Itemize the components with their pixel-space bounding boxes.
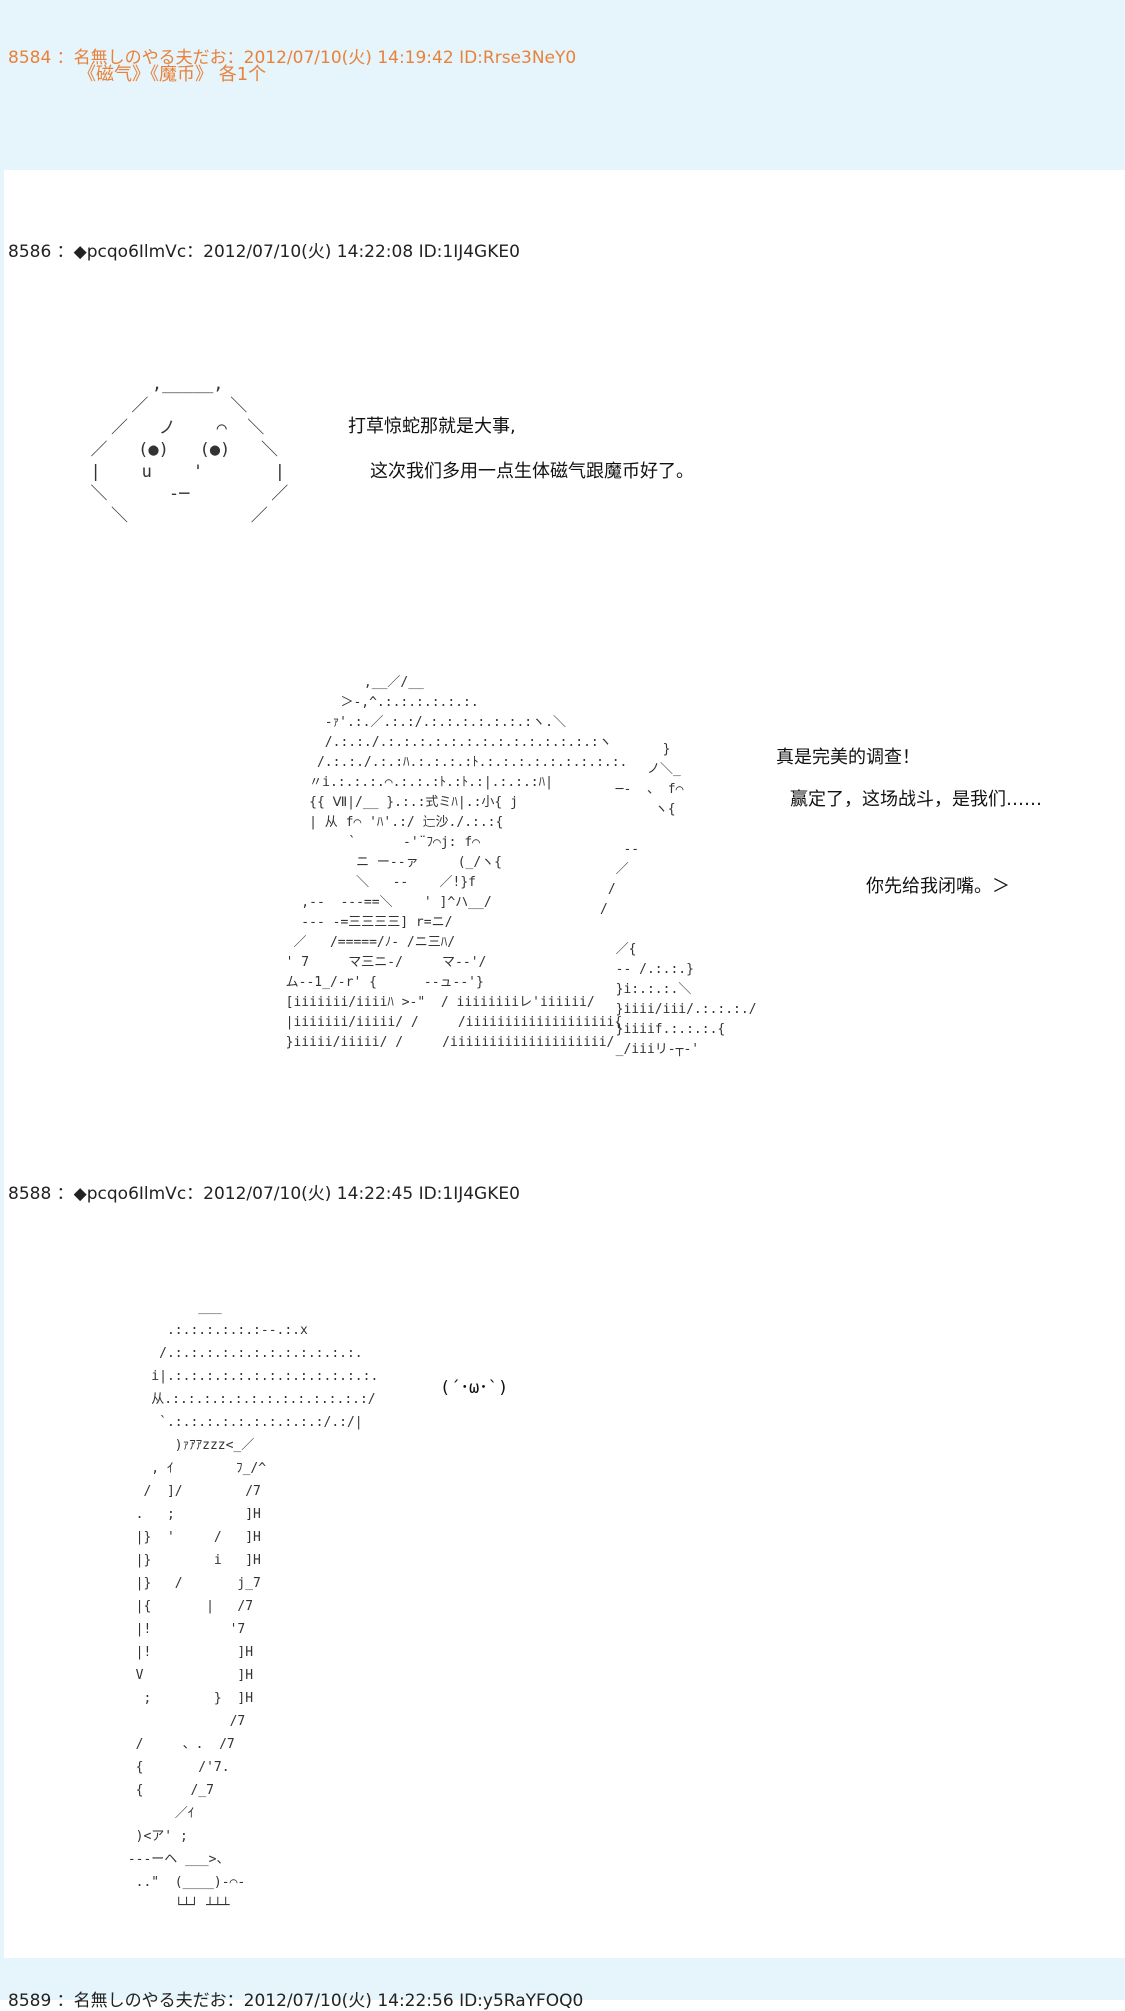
ascii-standing-art: ___ .:.:.:.:.:.:‐-.:.x /.:.:.:.:.:.:.:.:… [127,1300,379,1913]
dialogue-line-5: 你先给我闭嘴。＞ [866,876,1010,897]
post-body-8584: 《磁气》《魔币》 各1个 [78,64,267,85]
post-8584-highlight [0,0,1125,170]
kaomoji-text: (´･ω･`) [440,1378,509,1398]
dialogue-line-4: 赢定了，这场战斗，是我们…… [790,789,1042,810]
post-header-8586: 8586 ：◆pcqo6IlmVc：2012/07/10(火) 14:22:08… [8,242,520,262]
ascii-group-art: ,__／/__ ＞-,^.:.:.:.:.:.:. -ｧ'.:.／.:.:/.:… [285,675,628,1050]
ascii-face-art: ,_____, ／ ＼ ／ ノ ⌒ ＼ ／ (●) (●) ＼ | u ' | … [90,374,289,526]
post-header-8584: 8584 ：名無しのやる夫だお：2012/07/10(火) 14:19:42 I… [8,48,577,68]
dialogue-line-2: 这次我们多用一点生体磁气跟魔币好了。 [370,461,694,482]
post-8589-highlight [0,1958,1125,2000]
post-header-8588: 8588 ：◆pcqo6IlmVc：2012/07/10(火) 14:22:45… [8,1184,520,1204]
dialogue-line-3: 真是完美的调查！ [776,747,920,768]
dialogue-line-1: 打草惊蛇那就是大事, [348,416,516,437]
ascii-right-figures: } ノ＼_ ─‐ 、 f⌒ ヽ{ ‐- ／ / / ／{ ‐- /.:.:.} … [600,742,757,1057]
left-stripe [0,170,4,1958]
post-header-8589: 8589 ：名無しのやる夫だお：2012/07/10(火) 14:22:56 I… [8,1991,584,2011]
